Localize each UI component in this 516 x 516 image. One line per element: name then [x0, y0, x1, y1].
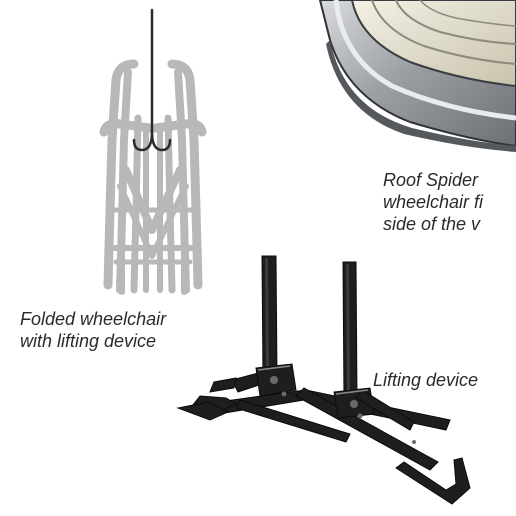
lifting-device-caption-line1: Lifting device: [373, 370, 479, 390]
lifting-device-caption: Lifting device: [373, 369, 478, 391]
folded-wheelchair-caption: Folded wheelchair with lifting device: [20, 308, 166, 352]
roof-spider-caption-line3: side of the v: [383, 214, 481, 234]
roof-spider-caption-line2: wheelchair fi: [383, 192, 484, 212]
roof-spider-caption-line1: Roof Spider: [383, 170, 479, 190]
folded-wheelchair-caption-line2: with lifting device: [20, 331, 157, 351]
folded-wheelchair-caption-line1: Folded wheelchair: [20, 309, 167, 329]
roof-spider-caption: Roof Spider wheelchair fi side of the v: [383, 169, 483, 235]
